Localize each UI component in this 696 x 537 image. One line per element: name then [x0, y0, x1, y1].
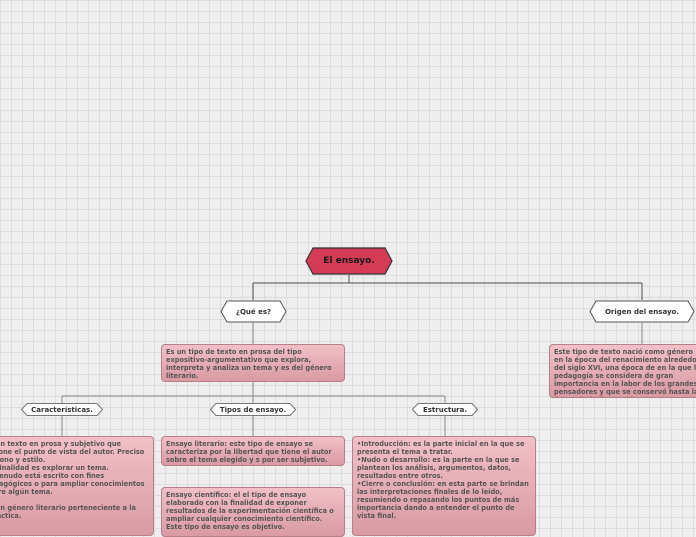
caracteristicas-node-shape	[21, 403, 103, 416]
tipos-node-shape	[210, 403, 296, 416]
estructura-description-text: •Introducción: es la parte inicial en la…	[357, 440, 529, 520]
root-node[interactable]: El ensayo.	[305, 247, 393, 275]
origen-node[interactable]: Origen del ensayo.	[589, 300, 695, 323]
ensayo-literario-box[interactable]: Ensayo literario: este tipo de ensayo se…	[161, 436, 345, 466]
que-es-description[interactable]: Es un tipo de texto en prosa del tipo ex…	[161, 344, 345, 382]
que-es-description-text: Es un tipo de texto en prosa del tipo ex…	[166, 348, 332, 380]
origen-label: Origen del ensayo.	[604, 307, 679, 316]
caracteristicas-description[interactable]: Es un texto en prosa y subjetivo que exp…	[0, 436, 154, 536]
caracteristicas-node[interactable]: Características.	[21, 403, 103, 416]
estructura-node-shape	[412, 403, 478, 416]
que-es-node[interactable]: ¿Qué es?	[220, 300, 287, 323]
ensayo-cientifico-box[interactable]: Ensayo científico: el el tipo de ensayo …	[161, 487, 345, 537]
estructura-label: Estructura.	[422, 405, 468, 414]
estructura-description[interactable]: •Introducción: es la parte inicial en la…	[352, 436, 536, 536]
que-es-label: ¿Qué es?	[235, 307, 272, 316]
tipos-label: Tipos de ensayo.	[219, 405, 287, 414]
origen-description[interactable]: Este tipo de texto nació como género en …	[549, 344, 696, 398]
root-node-shape	[305, 247, 393, 275]
ensayo-literario-text: Ensayo literario: este tipo de ensayo se…	[166, 440, 332, 464]
caracteristicas-description-text: Es un texto en prosa y subjetivo que exp…	[0, 440, 145, 520]
ensayo-cientifico-text: Ensayo científico: el el tipo de ensayo …	[166, 491, 334, 531]
root-node-label: El ensayo.	[323, 256, 375, 266]
origen-description-text: Este tipo de texto nació como género en …	[554, 348, 696, 397]
que-es-node-shape	[220, 300, 287, 323]
connector-lines	[61, 275, 643, 436]
caracteristicas-label: Características.	[31, 405, 93, 414]
tipos-node[interactable]: Tipos de ensayo.	[210, 403, 296, 416]
origen-node-shape	[589, 300, 695, 323]
estructura-node[interactable]: Estructura.	[412, 403, 478, 416]
